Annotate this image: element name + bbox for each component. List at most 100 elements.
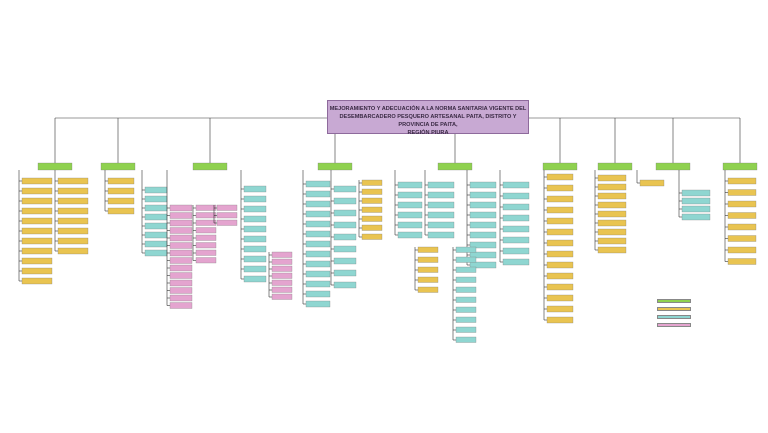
- wbs-task-node: [597, 210, 627, 218]
- level1-node: [597, 162, 633, 171]
- wbs-task-node: [144, 204, 168, 212]
- wbs-task-node: [169, 294, 193, 302]
- wbs-subtask-node: [271, 265, 293, 272]
- wbs-subtask-node: [361, 233, 383, 240]
- wbs-task-node: [21, 227, 53, 235]
- wbs-task-node: [727, 200, 757, 208]
- wbs-subtask-node: [271, 286, 293, 293]
- wbs-task-node: [107, 187, 135, 195]
- wbs-subtask-node: [417, 286, 439, 293]
- wbs-task-node: [243, 275, 267, 283]
- wbs-subtask-node: [195, 212, 217, 219]
- wbs-subtask-node: [455, 286, 477, 293]
- wbs-task-node: [597, 201, 627, 209]
- wbs-task-node: [305, 300, 331, 308]
- wbs-subtask-node: [195, 242, 217, 249]
- project-root-node: MEJORAMIENTO Y ADECUACIÓN A LA NORMA SAN…: [327, 100, 529, 136]
- wbs-subtask-node: [417, 266, 439, 273]
- wbs-subtask-node: [361, 224, 383, 231]
- wbs-task-node: [546, 195, 574, 203]
- wbs-task-node: [469, 201, 497, 209]
- wbs-task-node: [144, 213, 168, 221]
- wbs-subtask-node: [361, 206, 383, 213]
- wbs-task-node: [144, 195, 168, 203]
- wbs-task-node: [243, 255, 267, 263]
- wbs-task-node: [597, 237, 627, 245]
- wbs-task-node: [546, 316, 574, 324]
- wbs-task-node: [21, 237, 53, 245]
- wbs-task-node: [305, 250, 331, 258]
- wbs-task-node: [397, 211, 423, 219]
- wbs-subtask-node: [195, 249, 217, 256]
- wbs-task-node: [107, 197, 135, 205]
- wbs-task-node: [333, 245, 357, 253]
- wbs-task-node: [546, 217, 574, 225]
- level1-node: [542, 162, 578, 171]
- wbs-task-node: [427, 211, 455, 219]
- wbs-task-node: [144, 186, 168, 194]
- wbs-task-node: [502, 192, 530, 200]
- wbs-subtask-node: [271, 293, 293, 300]
- wbs-task-node: [469, 231, 497, 239]
- wbs-task-node: [305, 190, 331, 198]
- wbs-task-node: [727, 223, 757, 231]
- wbs-task-node: [546, 272, 574, 280]
- wbs-task-node: [305, 180, 331, 188]
- wbs-task-node: [21, 197, 53, 205]
- wbs-task-node: [546, 283, 574, 291]
- wbs-task-node: [144, 231, 168, 239]
- root-title-line: DESEMBARCADERO PESQUERO ARTESANAL PAITA,…: [339, 114, 517, 128]
- wbs-subtask-node: [455, 326, 477, 333]
- wbs-task-node: [21, 217, 53, 225]
- wbs-task-node: [681, 189, 711, 197]
- wbs-task-node: [333, 197, 357, 205]
- wbs-task-node: [169, 264, 193, 272]
- wbs-task-node: [397, 221, 423, 229]
- wbs-subtask-node: [361, 215, 383, 222]
- wbs-task-node: [243, 215, 267, 223]
- legend-level-3: [657, 315, 691, 319]
- wbs-task-node: [333, 233, 357, 241]
- wbs-task-node: [21, 257, 53, 265]
- wbs-task-node: [169, 302, 193, 309]
- wbs-task-node: [427, 231, 455, 239]
- wbs-task-node: [502, 236, 530, 244]
- wbs-task-node: [243, 245, 267, 253]
- wbs-task-node: [427, 221, 455, 229]
- wbs-task-node: [169, 287, 193, 294]
- wbs-subtask-node: [455, 306, 477, 313]
- wbs-task-node: [169, 204, 193, 212]
- wbs-task-node: [57, 177, 89, 185]
- wbs-subtask-node: [361, 179, 383, 186]
- wbs-task-node: [333, 269, 357, 277]
- wbs-task-node: [21, 187, 53, 195]
- wbs-subtask-node: [195, 204, 217, 211]
- wbs-task-node: [502, 203, 530, 211]
- level1-node: [192, 162, 228, 171]
- wbs-task-node: [333, 221, 357, 229]
- wbs-subtask-node: [455, 296, 477, 303]
- wbs-task-node: [57, 207, 89, 215]
- wbs-task-node: [169, 227, 193, 234]
- wbs-subtask-node: [195, 257, 217, 264]
- wbs-subtask-node: [455, 276, 477, 283]
- wbs-task-node: [427, 201, 455, 209]
- wbs-task-node: [57, 237, 89, 245]
- wbs-task-node: [333, 185, 357, 193]
- wbs-task-node: [169, 242, 193, 249]
- wbs-subtask-node: [417, 246, 439, 253]
- wbs-task-node: [502, 181, 530, 189]
- level1-node: [722, 162, 758, 171]
- wbs-task-node: [57, 217, 89, 225]
- legend-level-1: [657, 299, 691, 303]
- wbs-task-node: [546, 239, 574, 247]
- wbs-task-node: [21, 267, 53, 275]
- wbs-task-node: [21, 247, 53, 255]
- wbs-subtask-node: [361, 188, 383, 195]
- wbs-task-node: [546, 206, 574, 214]
- wbs-task-node: [681, 213, 711, 221]
- wbs-task-node: [469, 211, 497, 219]
- wbs-task-node: [21, 177, 53, 185]
- wbs-task-node: [169, 212, 193, 219]
- wbs-task-node: [305, 240, 331, 248]
